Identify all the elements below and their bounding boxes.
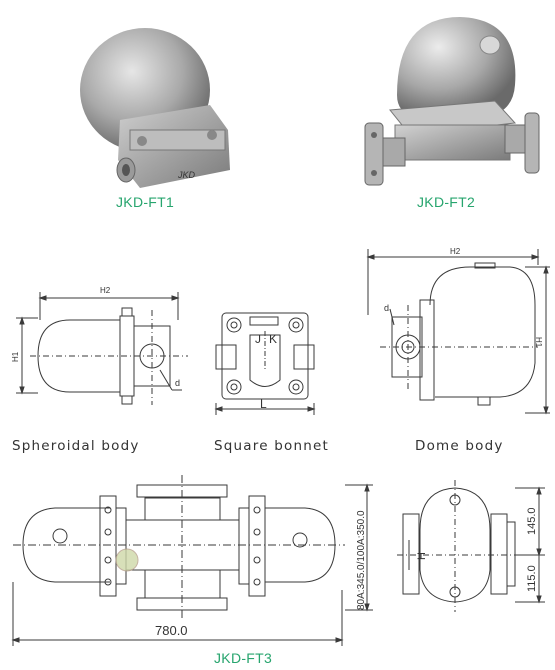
dim-label-h1: H1 — [11, 351, 20, 362]
svg-text:JKD: JKD — [177, 170, 196, 180]
dim-label-h2: H2 — [450, 247, 461, 256]
dim-label-j: J — [255, 332, 261, 346]
caption-dome-body: Dome body — [415, 438, 504, 454]
caption-jkd-ft3: JKD-FT3 — [214, 650, 273, 666]
caption-square-bonnet: Square bonnet — [214, 438, 329, 454]
drawing-square-bonnet: J K L — [210, 305, 320, 425]
dim-label-d: d — [175, 378, 180, 388]
caption-spheroidal-body: Spheroidal body — [12, 438, 140, 454]
caption-jkd-ft1: JKD-FT1 — [116, 194, 175, 210]
dim-label-l: L — [260, 397, 267, 411]
drawing-spheroidal-body: H2 H1 d — [10, 280, 200, 430]
caption-jkd-ft2: JKD-FT2 — [417, 194, 476, 210]
drawing-ft3-side: 145.0 115.0 H — [395, 470, 550, 620]
dim-label-780: 780.0 — [155, 623, 188, 638]
dim-label-d: d — [384, 303, 389, 313]
dim-label-k: K — [269, 332, 277, 346]
dim-label-115: 115.0 — [526, 565, 538, 592]
dim-label-145: 145.0 — [526, 507, 538, 535]
dim-label-h2: H2 — [100, 286, 111, 295]
dim-label-h: H — [416, 552, 428, 560]
drawing-ft3-front: 780.0 80A:345.0/100A:350.0 — [5, 470, 390, 650]
dim-label-h1: H1 — [534, 337, 543, 348]
product-photo-ft1: JKD — [60, 10, 260, 195]
drawing-dome-body: H2 H1 d — [360, 245, 550, 430]
product-photo-ft2 — [345, 5, 545, 195]
dim-label-height: 80A:345.0/100A:350.0 — [356, 510, 367, 610]
